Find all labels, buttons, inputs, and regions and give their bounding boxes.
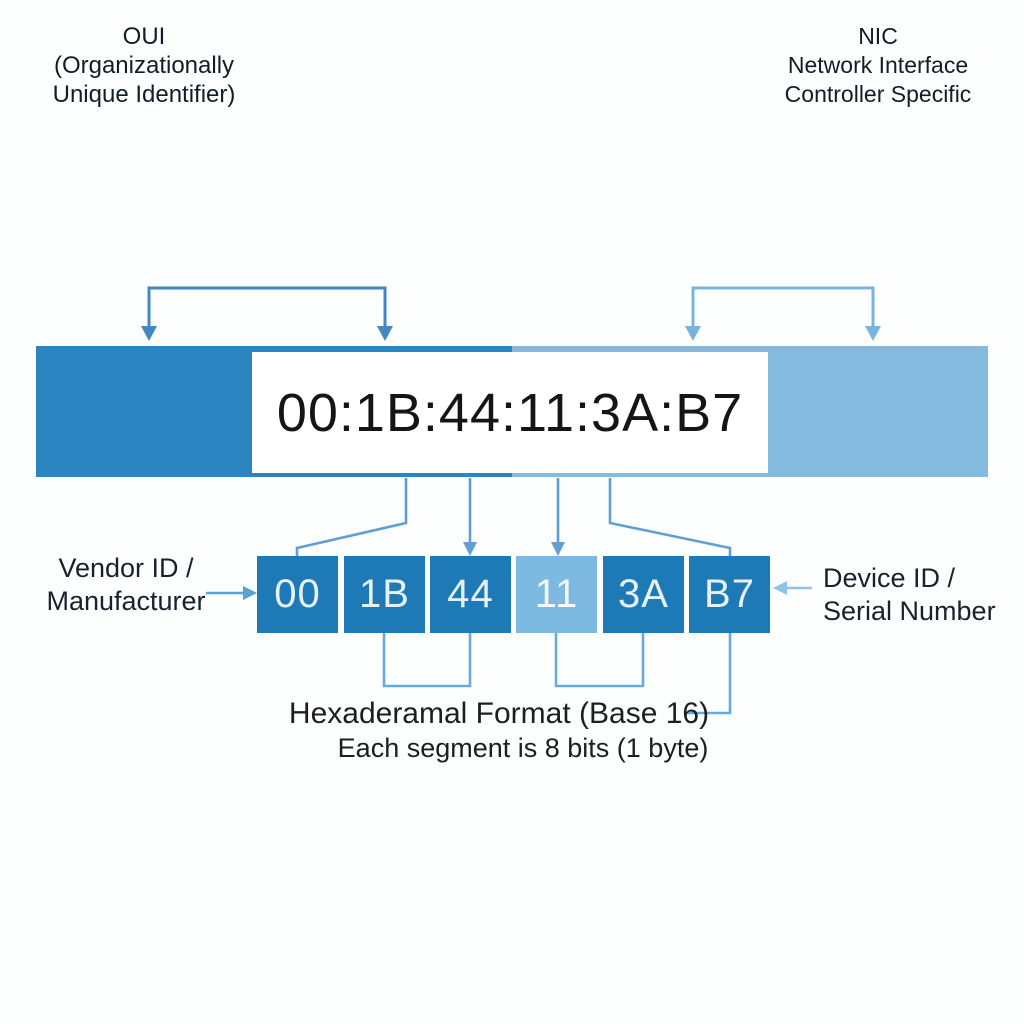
bracket-1b-44 [382,633,472,688]
bar-to-segment-connectors [295,478,732,556]
footer-format-note: Hexaderamal Format (Base 16) [288,697,710,730]
segment-box-b7: B7 [689,556,770,633]
connector-to-segment-00 [295,478,408,556]
nic-bracket-arrow [685,286,881,341]
segment-box-11: 11 [516,556,597,633]
nic-label: NIC Network Interface Controller Specifi… [768,0,988,131]
vendor-id-line-1: Vendor ID / [58,553,194,583]
nic-subtitle-1: Network Interface [787,52,969,78]
connector-to-segment-b7 [608,478,732,556]
segment-box-44: 44 [430,556,511,633]
device-arrow [773,581,812,595]
oui-label: OUI (Organizationally Unique Identifier) [36,0,252,131]
oui-title: OUI [122,23,166,50]
device-id-label: Device ID / Serial Number [823,562,1013,628]
segment-box-3a: 3A [603,556,684,633]
vendor-arrow [206,586,257,600]
nic-title: NIC [858,23,898,49]
oui-subtitle-1: (Organizationally [53,52,235,79]
arrowhead-44 [463,542,477,556]
device-id-line-2: Serial Number [823,596,996,626]
device-id-line-1: Device ID / [823,563,956,593]
oui-bracket-arrow [141,286,393,341]
arrowhead-11 [551,542,565,556]
segment-box-00: 00 [257,556,338,633]
oui-subtitle-2: Unique Identifier) [52,81,236,108]
segment-box-1b: 1B [344,556,425,633]
vendor-id-line-2: Manufacturer [46,586,206,616]
footer-segment-note: Each segment is 8 bits (1 byte) [337,733,709,763]
mac-address-value: 00:1B:44:11:3A:B7 [276,382,744,443]
vendor-id-label: Vendor ID / Manufacturer [40,552,212,618]
mac-address-box: 00:1B:44:11:3A:B7 [252,352,768,473]
nic-subtitle-2: Controller Specific [784,81,972,107]
bracket-11-3a [554,633,645,688]
